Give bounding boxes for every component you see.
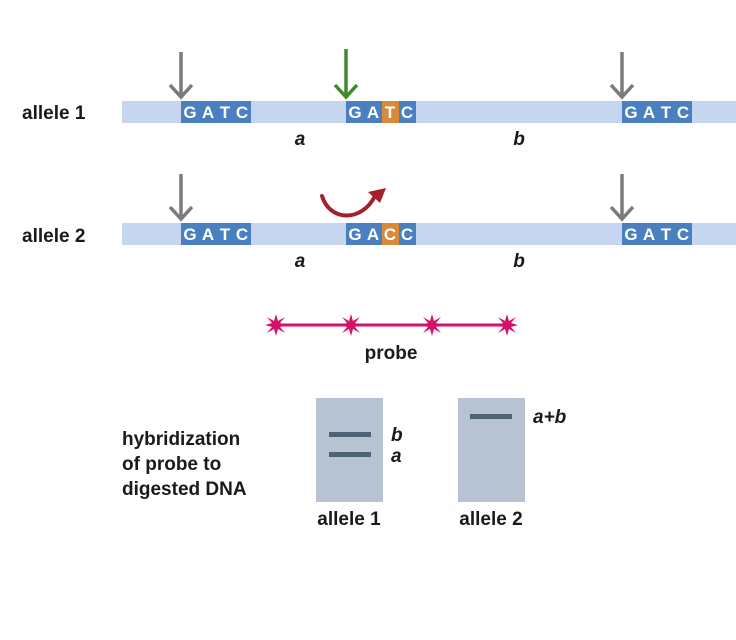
allele-1-site-2: G A T C [346,101,416,123]
base: G [183,103,196,122]
site-box [181,101,251,123]
allele-2-site-2: G A C C [346,223,416,245]
base: G [348,103,361,122]
base: G [348,225,361,244]
base: T [661,103,672,122]
site-box [181,223,251,245]
fragment-a-label: a [295,129,306,150]
gel-band-a-plus-b [470,414,512,419]
cut-arrow-icon [168,52,194,100]
base: T [385,103,396,122]
gel-lane-allele-2: a+b allele 2 [458,398,567,530]
fragment-a-label: a [295,251,306,272]
gel-band-a [329,452,371,457]
cut-arrow-icon [609,174,635,222]
base: T [661,225,672,244]
gel-lane [458,398,525,502]
polymorphic-base-highlight [382,101,399,123]
hybridization-caption: hybridization of probe to digested DNA [122,429,247,500]
allele-2-site-1: G A T C [181,223,251,245]
base: A [643,225,655,244]
base: G [183,225,196,244]
base: A [202,225,214,244]
band-label: a+b [533,407,567,428]
site-box [622,223,692,245]
base: C [677,225,689,244]
base: C [401,103,413,122]
gel-lane [316,398,383,502]
base: C [677,103,689,122]
caption-line: digested DNA [122,479,247,500]
allele-1-dna-strand [122,101,736,123]
allele-1-site-3: G A T C [622,101,692,123]
base: A [367,103,379,122]
base: C [236,103,248,122]
band-label: b [391,425,403,446]
cut-arrow-icon [168,174,194,222]
curved-skip-arrow-icon [320,188,386,218]
cut-arrow-icon [609,52,635,100]
base: C [236,225,248,244]
caption-line: of probe to [122,454,221,475]
band-label: a [391,446,402,467]
base: T [220,225,231,244]
base: T [220,103,231,122]
cut-arrow-green-icon [333,49,359,100]
probe-icon [265,314,518,336]
base: A [367,225,379,244]
allele-2-site-3: G A T C [622,223,692,245]
allele-2-dna-strand [122,223,736,245]
caption-line: hybridization [122,429,240,450]
base: A [643,103,655,122]
allele-1-site-1: G A T C [181,101,251,123]
allele-2-label: allele 2 [22,226,85,247]
lane-label: allele 2 [459,509,522,530]
base: C [384,225,396,244]
gel-lane-allele-1: b a allele 1 [316,398,403,530]
probe-label: probe [365,343,418,364]
base: G [624,225,637,244]
base: C [401,225,413,244]
base: G [624,103,637,122]
fragment-b-label: b [513,251,525,272]
allele-1-label: allele 1 [22,103,86,124]
polymorphic-base-highlight [382,223,399,245]
site-box [622,101,692,123]
gel-band-b [329,432,371,437]
fragment-b-label: b [513,129,525,150]
base: A [202,103,214,122]
lane-label: allele 1 [317,509,381,530]
